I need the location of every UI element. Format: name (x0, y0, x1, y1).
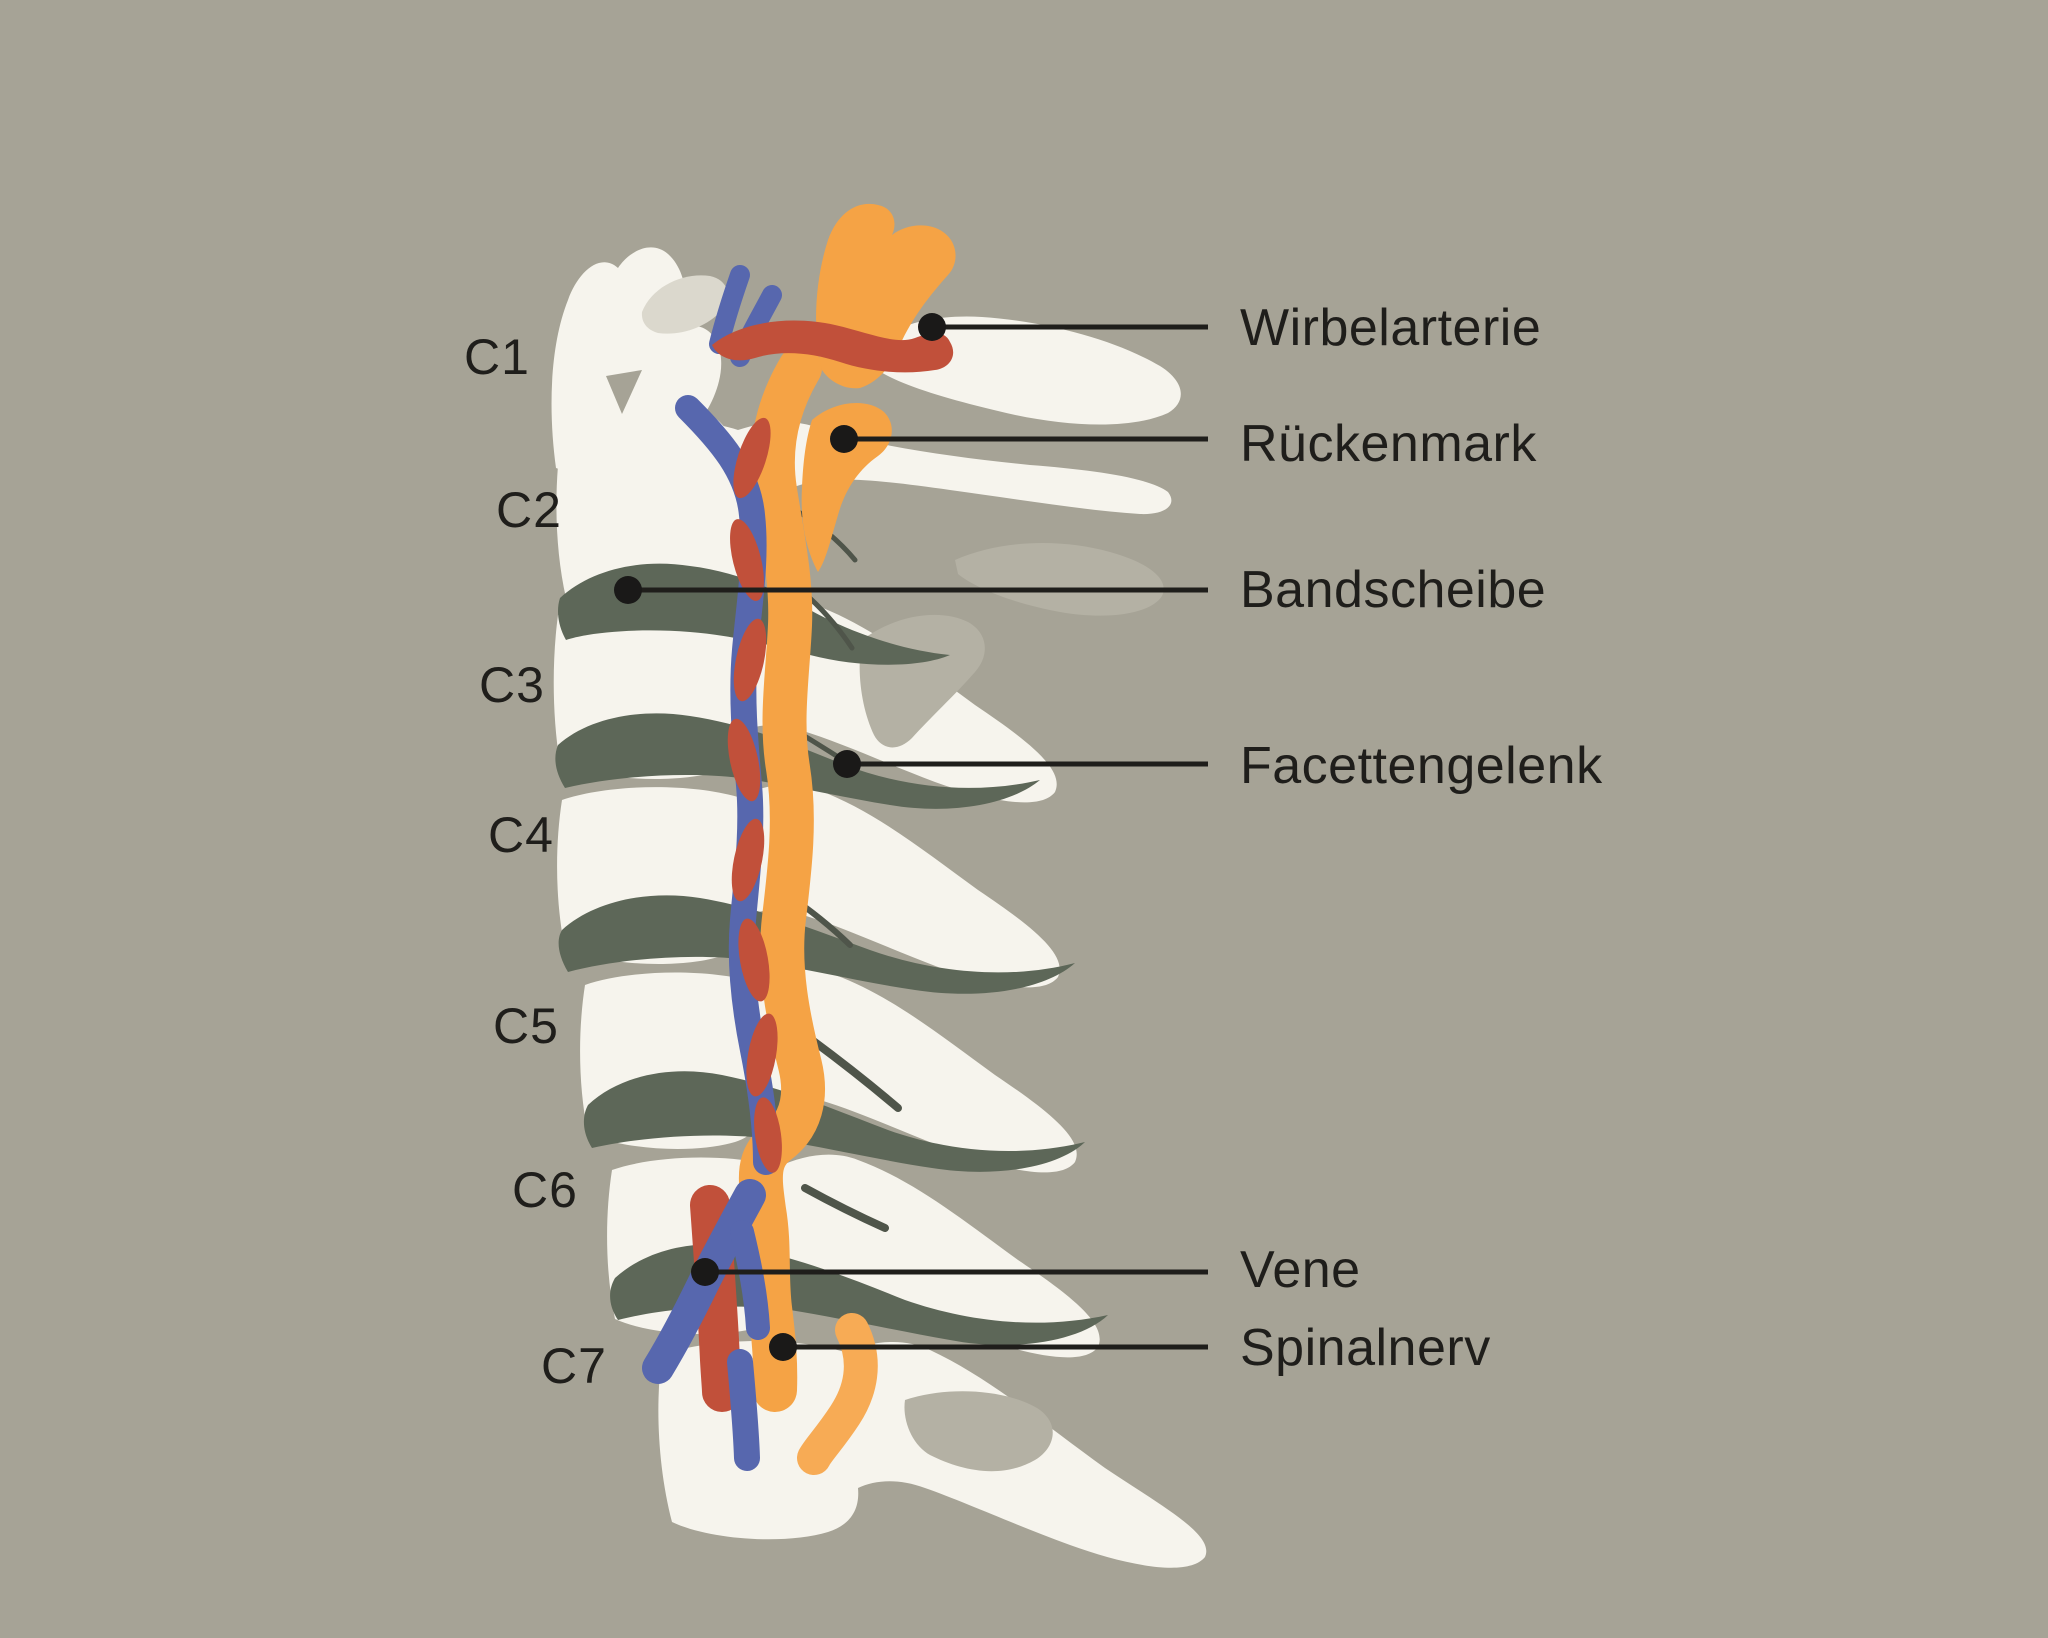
artery-segment (733, 618, 767, 702)
callout-dot-wirbelarterie (918, 313, 946, 341)
bone-accent-bottom (904, 1391, 1053, 1472)
spinal-nerve-branch (797, 1313, 878, 1475)
artery-segment (746, 1013, 778, 1097)
vein-bottom-stub (727, 1349, 760, 1471)
spinal-cord-blob (801, 402, 892, 572)
bone-accent-right-c2 (955, 542, 1164, 616)
artery-segment (733, 417, 771, 499)
artery-segment (731, 818, 765, 902)
facet-line-c7-t1 (801, 1184, 889, 1232)
facet-line-c6-c7 (808, 1036, 902, 1112)
artery-segment (754, 1097, 782, 1173)
annotation-label-vene: Vene (1240, 1241, 1361, 1299)
vein-top-strand-1 (709, 265, 750, 354)
bone-notch-c1 (606, 370, 642, 414)
vertebra-label-c4: C4 (488, 807, 554, 863)
disc-c4-c5 (558, 895, 1075, 994)
callout-dot-bandscheibe (614, 576, 642, 604)
annotation-label-bandscheibe: Bandscheibe (1240, 561, 1547, 619)
annotation-label-facettengelenk: Facettengelenk (1240, 737, 1603, 795)
callout-dot-facettengelenk (833, 750, 861, 778)
disc-c5-c6 (583, 1071, 1085, 1172)
bone-shadow-c1 (641, 275, 728, 334)
callout-dot-rueckenmark (830, 425, 858, 453)
vertebra-label-c5: C5 (493, 998, 559, 1054)
vertebra-label-c3: C3 (479, 657, 545, 713)
vein-bottom-right (730, 1220, 770, 1340)
callouts (614, 313, 1208, 1361)
callout-dot-spinalnerv (769, 1333, 797, 1361)
callout-dot-vene (691, 1258, 719, 1286)
vertebral-artery-hook (712, 320, 954, 373)
annotation-label-spinalnerv: Spinalnerv (1240, 1319, 1491, 1377)
vessels-and-nerves (642, 203, 956, 1475)
vertebra-label-c1: C1 (464, 329, 530, 385)
vertebra-label-c2: C2 (496, 482, 562, 538)
annotation-label-rueckenmark: Rückenmark (1240, 415, 1537, 473)
vertebra-label-c6: C6 (512, 1162, 578, 1218)
artery-segment (727, 718, 761, 802)
artery-braid-segments (727, 417, 782, 1173)
spinal-cord-ribbon (738, 346, 825, 1412)
annotation-label-wirbelarterie: Wirbelarterie (1240, 299, 1542, 357)
vertebra-label-c7: C7 (541, 1338, 607, 1394)
artery-segment (730, 519, 764, 601)
artery-segment (738, 918, 770, 1002)
vertebra-c2-shape (556, 418, 1172, 613)
